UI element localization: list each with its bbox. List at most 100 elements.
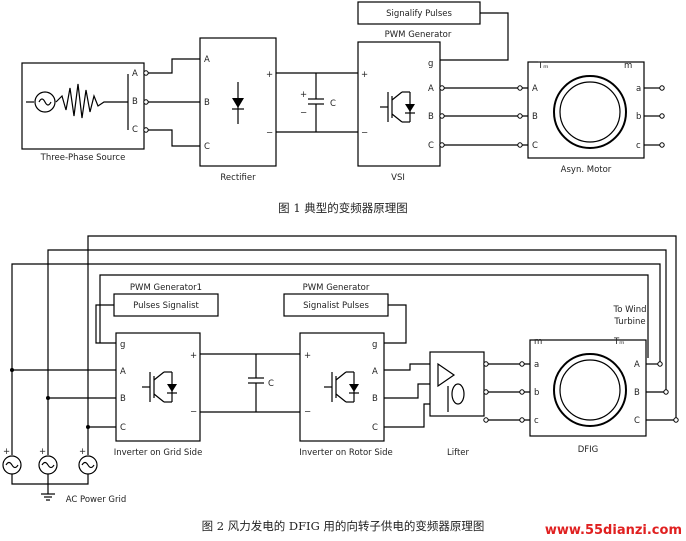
inv2-plus: + — [304, 351, 311, 361]
rect-port-c: C — [204, 142, 210, 152]
inv2-port-a: A — [372, 367, 378, 377]
motor-port-tm: Tₘ — [537, 61, 549, 71]
vsi-port-g: g — [428, 59, 433, 69]
src-port-b: B — [132, 97, 138, 107]
cap-minus: − — [300, 108, 307, 118]
motor-port-c-small: c — [636, 141, 641, 151]
vsi-minus: − — [361, 128, 368, 138]
igbt-icon — [380, 91, 415, 123]
motor-port-m: m — [624, 61, 632, 71]
inv1-plus: + — [190, 351, 197, 361]
inv1-port-c: C — [120, 423, 126, 433]
rect-plus: + — [266, 70, 273, 80]
inv2-port-c: C — [372, 423, 378, 433]
fig2-pwm1-label: PWM Generator1 — [130, 283, 202, 293]
fig2-filter-label: Lifter — [447, 448, 470, 458]
motor-port-c: C — [532, 141, 538, 151]
diode-icon — [232, 98, 244, 108]
dfig-port-tm: Tₘ — [613, 337, 625, 347]
fig2-inverter-rotor-side: + − g A B C Inverter on Rotor Side — [299, 332, 393, 458]
wire — [47, 249, 667, 455]
fig2-grid-label: AC Power Grid — [66, 495, 127, 505]
inv2-minus: − — [304, 407, 311, 417]
ac-source-icon — [34, 91, 56, 113]
wire — [144, 129, 200, 147]
inv2-port-g: g — [372, 340, 377, 350]
watermark: www.55dianzi.com — [545, 523, 682, 538]
inv1-port-g: g — [120, 340, 125, 350]
wire — [11, 263, 661, 455]
motor-port-b: B — [532, 112, 538, 122]
rect-port-a: A — [204, 55, 210, 65]
fig2-ac-power-grid: + + + AC Power Grid — [2, 447, 127, 505]
fig1-motor-label: Asyn. Motor — [561, 165, 612, 175]
grid-plus-1: + — [3, 447, 10, 457]
fig2-dfig: m Tₘ a b c A B C DFIG — [529, 337, 647, 455]
vsi-port-b: B — [428, 112, 434, 122]
fig2-pulses2-label: Signalist Pulses — [303, 301, 369, 311]
fig2-inverter-grid-side: g A B C + − Inverter on Grid Side — [114, 332, 203, 458]
fig2-caption: 图 2 风力发电的 DFIG 用的向转子供电的变频器原理图 — [202, 519, 485, 533]
fig1-source-label: Three-Phase Source — [40, 153, 126, 163]
dfig-port-b: B — [634, 388, 640, 398]
rect-minus: − — [266, 128, 273, 138]
dfig-port-a: A — [634, 360, 640, 370]
fig1-pwm-generator: Signalify Pulses PWM Generator — [357, 1, 481, 40]
dfig-port-b-small: b — [534, 388, 539, 398]
fig1-signal-label: Signalify Pulses — [386, 9, 452, 19]
wire — [99, 274, 649, 358]
wire — [87, 235, 677, 455]
fig2-capacitor: C — [248, 354, 274, 412]
inv2-port-b: B — [372, 394, 378, 404]
dfig-port-m: m — [534, 337, 542, 347]
fig2-pwm-generator2: PWM Generator Signalist Pulses — [283, 283, 389, 317]
motor-port-a-small: a — [636, 84, 641, 94]
inv1-port-b: B — [120, 394, 126, 404]
fig1-rectifier-label: Rectifier — [220, 173, 256, 183]
grid-plus-2: + — [39, 447, 46, 457]
inv1-port-a: A — [120, 367, 126, 377]
fig2-dfig-label: DFIG — [578, 445, 599, 455]
fig2-filter: Lifter — [429, 351, 485, 458]
filter-icon — [437, 362, 456, 388]
igbt-icon — [324, 371, 359, 403]
wire — [144, 58, 200, 74]
fig1-rectifier: A B C + − Rectifier — [199, 37, 277, 183]
dfig-port-c-small: c — [534, 416, 539, 426]
rect-port-b: B — [204, 98, 210, 108]
src-port-a: A — [132, 69, 138, 79]
fig1-pwm-label: PWM Generator — [385, 30, 452, 40]
inv1-minus: − — [190, 407, 197, 417]
dfig-port-a-small: a — [534, 360, 539, 370]
fig1-capacitor: + − C — [300, 73, 336, 132]
fig1-caption: 图 1 典型的变频器原理图 — [278, 201, 408, 215]
motor-icon — [553, 75, 627, 149]
vsi-port-c: C — [428, 141, 434, 151]
cap-plus: + — [300, 90, 307, 100]
grid-plus-3: + — [79, 447, 86, 457]
fig2-inv-rotor-label: Inverter on Rotor Side — [299, 448, 393, 458]
igbt-icon — [142, 371, 177, 403]
dfig-port-c: C — [634, 416, 640, 426]
dfig-icon — [553, 353, 627, 427]
fig1-three-phase-source: A B C Three-Phase Source — [21, 62, 145, 163]
motor-port-a: A — [532, 84, 538, 94]
fig2-pulses1-label: Pulses Signalist — [133, 301, 199, 311]
fig1-pwm-wire — [440, 12, 509, 61]
fig2-wind-label-1: To Wind — [612, 305, 646, 315]
vsi-plus: + — [361, 70, 368, 80]
fig2-pwm-generator1: PWM Generator1 Pulses Signalist — [113, 283, 219, 317]
fig2-pwm2-label: PWM Generator — [303, 283, 370, 293]
fig1-asyn-motor: Tₘ m A B C a b c Asyn. Motor — [527, 61, 645, 175]
fig1-vsi-label: VSI — [391, 173, 405, 183]
vsi-port-a: A — [428, 84, 434, 94]
fig2-cap-label: C — [268, 379, 274, 389]
cap-label: C — [330, 99, 336, 109]
motor-port-b-small: b — [636, 112, 641, 122]
fig2-inv-grid-label: Inverter on Grid Side — [114, 448, 203, 458]
src-port-c: C — [132, 125, 138, 135]
fig1-vsi: + − g A B C VSI — [357, 41, 441, 183]
fig2-wind-label-2: Turbine — [613, 317, 645, 327]
